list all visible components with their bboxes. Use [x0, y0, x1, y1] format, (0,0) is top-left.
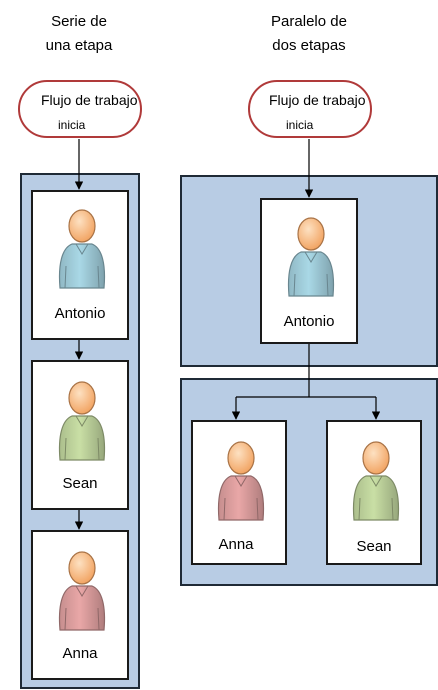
user-person-icon: [352, 441, 400, 521]
person-name: Antonio: [283, 313, 335, 330]
person-card-parallel-stage1: Antonio: [260, 198, 358, 344]
person-card-parallel-stage2-2: Sean: [326, 420, 422, 565]
start-node-sublabel: inicia: [58, 118, 86, 132]
serial-start-node: Flujo de trabajo inicia: [18, 80, 142, 138]
start-node-label: Flujo de trabajo: [41, 92, 138, 108]
start-node-label: Flujo de trabajo: [269, 92, 366, 108]
person-card-serial-3: Anna: [31, 530, 129, 680]
serial-column-title: Serie de una etapa: [20, 10, 138, 58]
parallel-title-line1: Paralelo de: [271, 13, 347, 30]
start-node-sublabel: inicia: [286, 118, 314, 132]
serial-title-line2: una etapa: [45, 37, 113, 54]
user-person-icon: [58, 551, 106, 631]
person-card-serial-2: Sean: [31, 360, 129, 510]
user-person-icon: [287, 217, 335, 297]
serial-title-line1: Serie de: [51, 13, 107, 30]
person-name: Sean: [62, 475, 98, 492]
user-person-icon: [58, 381, 106, 461]
person-card-parallel-stage2-1: Anna: [191, 420, 287, 565]
person-name: Antonio: [54, 305, 106, 322]
user-person-icon: [217, 441, 265, 521]
person-name: Sean: [356, 538, 392, 555]
parallel-start-node: Flujo de trabajo inicia: [248, 80, 372, 138]
user-person-icon: [58, 209, 106, 289]
person-card-serial-1: Antonio: [31, 190, 129, 340]
person-name: Anna: [62, 645, 98, 662]
person-name: Anna: [218, 536, 254, 553]
parallel-column-title: Paralelo de dos etapas: [250, 10, 368, 58]
parallel-title-line2: dos etapas: [272, 37, 346, 54]
